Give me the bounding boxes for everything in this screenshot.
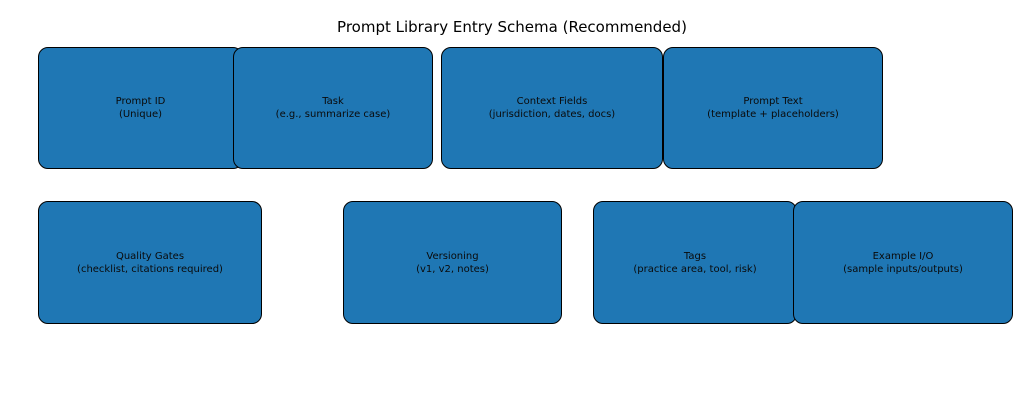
- schema-box-task: Task (e.g., summarize case): [233, 47, 433, 169]
- schema-box-prompt-text: Prompt Text (template + placeholders): [663, 47, 883, 169]
- schema-box-versioning: Versioning (v1, v2, notes): [343, 201, 562, 324]
- box-label-line1: Task: [322, 96, 344, 107]
- box-label-line1: Context Fields: [516, 96, 588, 107]
- schema-box-quality-gates: Quality Gates (checklist, citations requ…: [38, 201, 262, 324]
- box-label-line1: Prompt ID: [115, 96, 166, 107]
- schema-box-prompt-id: Prompt ID (Unique): [38, 47, 243, 169]
- box-label-line1: Versioning: [426, 250, 479, 262]
- box-label-line2: (v1, v2, notes): [416, 263, 489, 275]
- box-label-line2: (template + placeholders): [707, 109, 839, 120]
- box-label-line2: (jurisdiction, dates, docs): [488, 109, 616, 120]
- schema-box-tags: Tags (practice area, tool, risk): [593, 201, 797, 324]
- schema-box-context-fields: Context Fields (jurisdiction, dates, doc…: [441, 47, 663, 169]
- diagram-title: Prompt Library Entry Schema (Recommended…: [337, 18, 687, 36]
- box-label-line2: (checklist, citations required): [77, 263, 223, 275]
- box-label-line2: (e.g., summarize case): [275, 109, 391, 120]
- box-label-line1: Quality Gates: [115, 250, 185, 262]
- box-label-line1: Prompt Text: [743, 96, 803, 107]
- box-label-line2: (sample inputs/outputs): [843, 263, 963, 275]
- box-label-line2: (Unique): [118, 109, 163, 120]
- schema-box-example-io: Example I/O (sample inputs/outputs): [793, 201, 1013, 324]
- box-label-line1: Tags: [683, 250, 707, 262]
- box-label-line1: Example I/O: [872, 250, 934, 262]
- box-label-line2: (practice area, tool, risk): [633, 263, 757, 275]
